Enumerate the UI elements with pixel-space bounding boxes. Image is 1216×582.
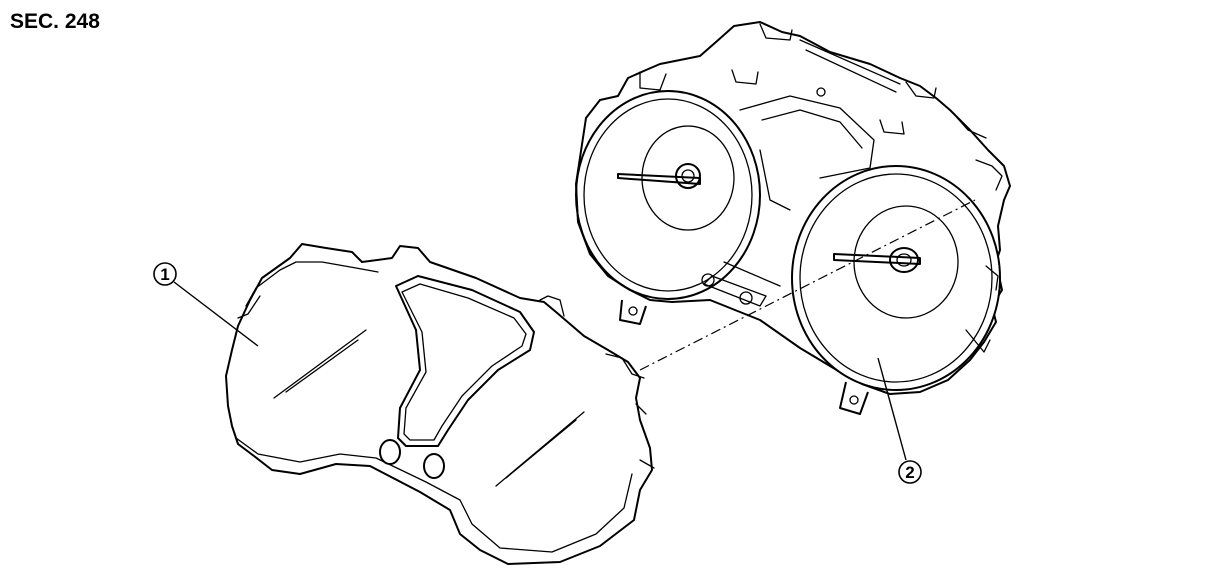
callout-1-label: 1 bbox=[160, 265, 169, 284]
section-title: SEC. 248 bbox=[10, 10, 100, 33]
meter-housing bbox=[575, 21, 1011, 415]
callout-1: 1 bbox=[153, 262, 259, 347]
meter-lens bbox=[225, 243, 655, 565]
callout-2: 2 bbox=[877, 357, 922, 484]
callout-2-label: 2 bbox=[905, 463, 914, 482]
alignment-line bbox=[639, 199, 976, 371]
